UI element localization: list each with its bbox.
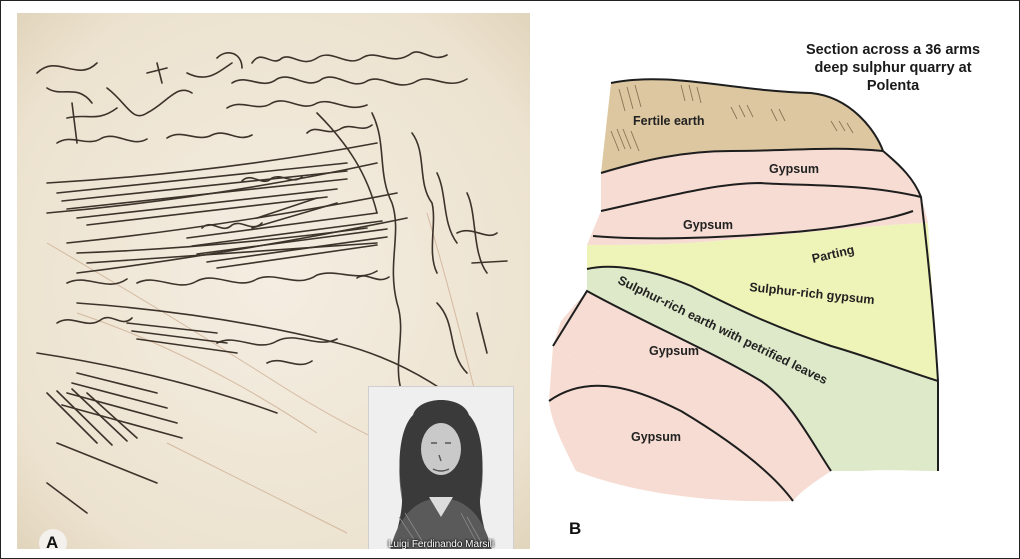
section-panel: Section across a 36 arms deep sulphur qu… — [531, 1, 1019, 558]
label-fertile-earth: Fertile earth — [633, 114, 705, 128]
marsili-portrait: Luigi Ferdinando Marsili — [368, 386, 514, 549]
portrait-caption: Luigi Ferdinando Marsili — [369, 539, 513, 549]
portrait-engraving — [369, 387, 513, 549]
label-gypsum-4: Gypsum — [631, 430, 681, 444]
geologic-section: Fertile earth Gypsum Gypsum Parting Sulp… — [531, 1, 1019, 558]
label-gypsum-3: Gypsum — [649, 344, 699, 358]
manuscript-panel: Luigi Ferdinando Marsili A — [17, 13, 530, 549]
panel-b-letter: B — [569, 519, 581, 539]
panel-a-label-badge: A — [39, 529, 67, 549]
label-gypsum-1: Gypsum — [769, 162, 819, 176]
label-gypsum-2: Gypsum — [683, 218, 733, 232]
panel-a-letter: A — [46, 533, 58, 549]
